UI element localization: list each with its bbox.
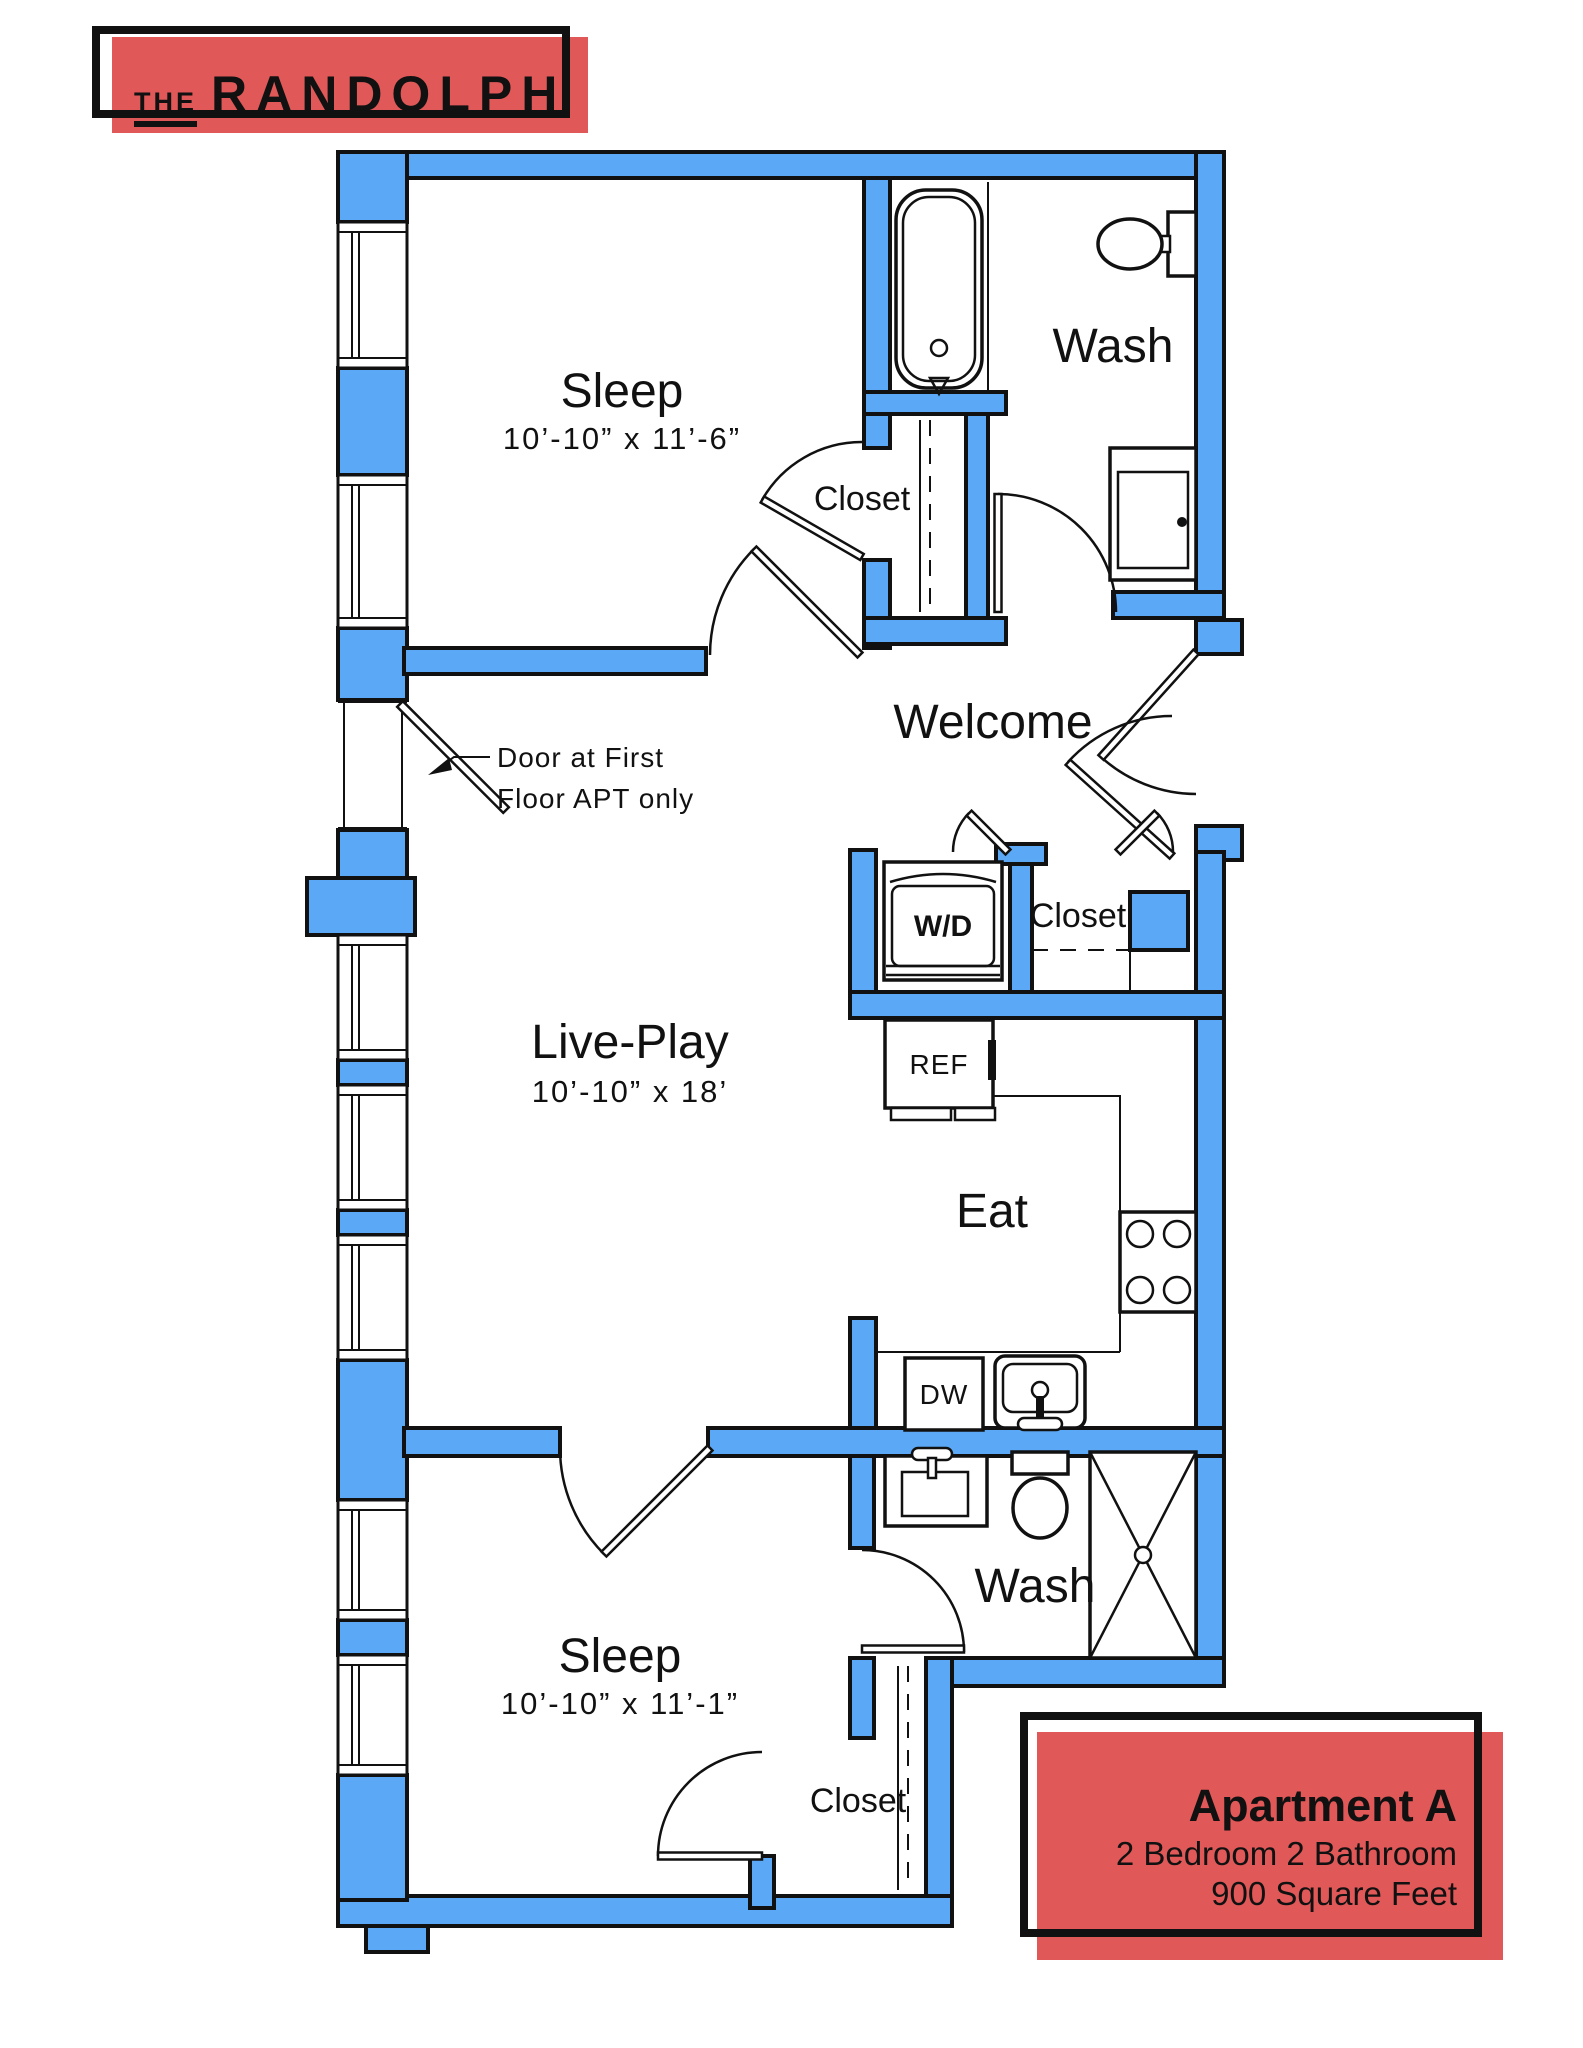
closet1-rod xyxy=(919,420,931,612)
refrigerator-icon xyxy=(883,1018,997,1122)
closet2-rod xyxy=(1032,949,1131,992)
sleep2-label: Sleep xyxy=(559,1630,682,1683)
first-floor-doorway xyxy=(338,701,407,829)
annotation-arrow-icon xyxy=(428,756,490,775)
room-labels: Sleep 10’-10” x 11’-6” Wash Closet Welco… xyxy=(497,320,1173,1820)
apartment-bed-bath: 2 Bedroom 2 Bathroom xyxy=(1115,1834,1457,1872)
closet3-label: Closet xyxy=(810,1782,907,1820)
door-closet1 xyxy=(758,440,866,562)
washer-dryer-icon xyxy=(882,860,1004,982)
toilet-icon xyxy=(1096,210,1198,278)
windows xyxy=(336,220,409,1777)
window-icon xyxy=(336,933,409,1062)
liveplay-dims: 10’-10” x 18’ xyxy=(532,1074,729,1109)
window-icon xyxy=(336,1083,409,1212)
closet1-label: Closet xyxy=(814,480,911,518)
kitchen-sink-icon xyxy=(993,1354,1087,1432)
sleep2-dims: 10’-10” x 11’-1” xyxy=(501,1686,739,1721)
window-icon xyxy=(336,1233,409,1362)
door-entry xyxy=(1063,647,1201,861)
dw-label: DW xyxy=(920,1379,969,1410)
counter-line xyxy=(877,1095,1121,1353)
wash1-label: Wash xyxy=(1053,320,1174,373)
bathtub-icon xyxy=(894,182,989,397)
column xyxy=(1128,890,1190,952)
eat-label: Eat xyxy=(956,1185,1028,1238)
shower-icon xyxy=(1108,446,1198,582)
info-card-red-banner: Apartment A 2 Bedroom 2 Bathroom 900 Squ… xyxy=(1037,1732,1503,1960)
window-icon xyxy=(336,1653,409,1777)
door-closet2 xyxy=(1113,808,1175,857)
sleep1-label: Sleep xyxy=(561,365,684,418)
wd-label: W/D xyxy=(914,910,972,943)
window-icon xyxy=(336,473,409,630)
ref-label: REF xyxy=(910,1049,969,1080)
door-bath1 xyxy=(993,492,1118,614)
doors xyxy=(395,440,1201,1861)
logo-frame xyxy=(92,26,570,118)
door-sleep2 xyxy=(558,1443,715,1559)
annotation-line2: Floor APT only xyxy=(497,783,694,814)
door-wash2 xyxy=(860,1548,966,1654)
stove-icon xyxy=(1118,1210,1198,1314)
fixtures xyxy=(428,182,1198,1890)
sink-icon xyxy=(883,1446,989,1528)
sleep1-dims: 10’-10” x 11’-6” xyxy=(503,421,741,456)
apartment-area: 900 Square Feet xyxy=(1211,1875,1457,1913)
door-sleep1 xyxy=(708,544,865,660)
info-card-frame xyxy=(1020,1712,1482,1937)
shower2-icon xyxy=(1088,1450,1198,1660)
closet3-rod xyxy=(897,1666,909,1890)
door-closet3 xyxy=(656,1750,764,1861)
closet2-label: Closet xyxy=(1030,897,1127,935)
walls xyxy=(305,150,1244,1954)
dishwasher-icon xyxy=(903,1356,985,1432)
welcome-label: Welcome xyxy=(893,696,1092,749)
door-wd-closet xyxy=(951,808,1013,857)
window-icon xyxy=(336,220,409,370)
liveplay-label: Live-Play xyxy=(531,1016,728,1069)
window-icon xyxy=(336,1498,409,1622)
toilet2-icon xyxy=(1010,1450,1070,1540)
apartment-title: Apartment A xyxy=(1188,1779,1457,1831)
wash2-label: Wash xyxy=(975,1560,1096,1613)
annotation-line1: Door at First xyxy=(497,742,664,773)
